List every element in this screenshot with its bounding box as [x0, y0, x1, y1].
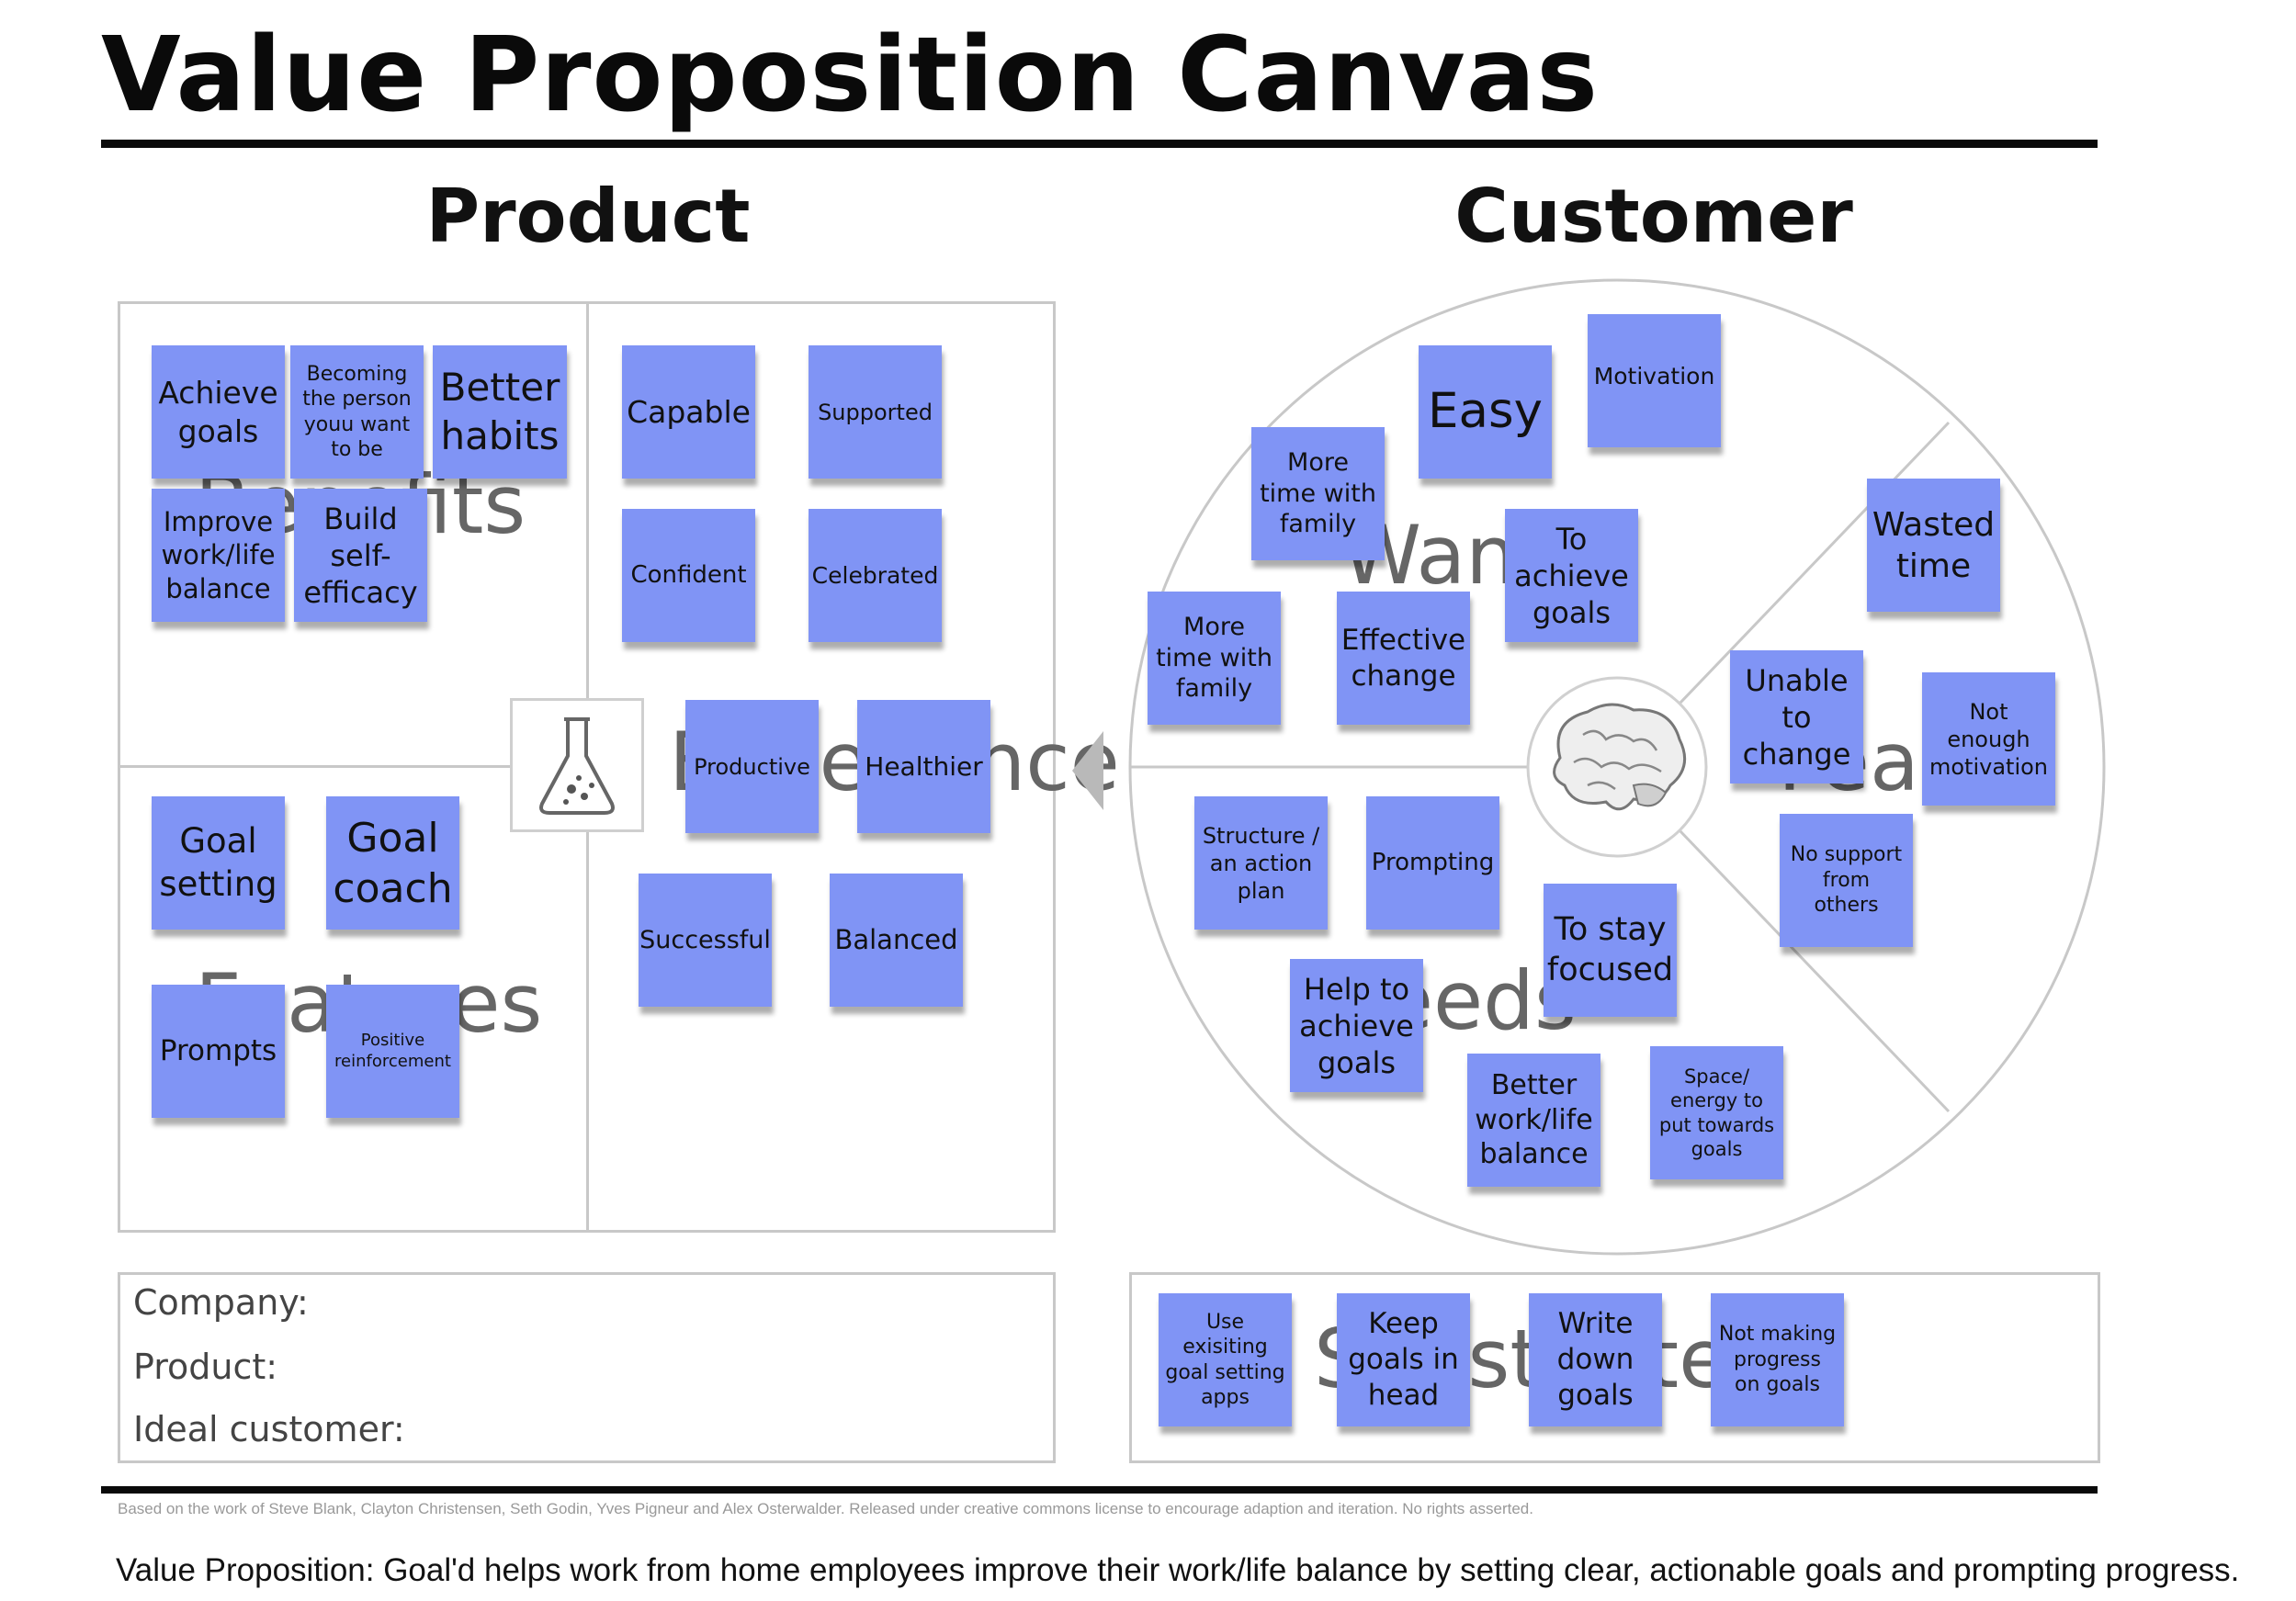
- product-label: Product:: [133, 1347, 278, 1387]
- ideal-customer-label: Ideal customer:: [133, 1409, 405, 1449]
- sticky-note: Motivation: [1588, 314, 1721, 447]
- sticky-note: To stay focused: [1544, 884, 1677, 1017]
- sticky-note: No support from others: [1780, 814, 1913, 947]
- sticky-note: Structure / an action plan: [1194, 796, 1328, 930]
- value-proposition-text: Value Proposition: Goal'd helps work fro…: [116, 1552, 2240, 1588]
- product-heading: Product: [425, 174, 751, 259]
- customer-heading: Customer: [1454, 174, 1853, 259]
- info-frame: [118, 1272, 1056, 1463]
- company-label: Company:: [133, 1282, 309, 1323]
- page-title: Value Proposition Canvas: [101, 16, 1600, 135]
- bottom-rule: [101, 1486, 2098, 1494]
- sticky-note: Space/ energy to put towards goals: [1650, 1046, 1783, 1179]
- flask-icon-box: [510, 698, 644, 832]
- sticky-note: Confident: [622, 509, 755, 642]
- sticky-note: Prompting: [1366, 796, 1499, 930]
- sticky-note: Not making progress on goals: [1711, 1293, 1844, 1426]
- sticky-note: Easy: [1419, 345, 1552, 479]
- sticky-note: Becoming the person youu want to be: [290, 345, 424, 479]
- sticky-note: Effective change: [1337, 592, 1470, 725]
- sticky-note: Better habits: [433, 345, 567, 479]
- product-frame: [118, 301, 1056, 1233]
- brain-icon: [1553, 703, 1687, 811]
- sticky-note: Help to achieve goals: [1290, 959, 1423, 1092]
- substitutes-frame: [1129, 1272, 2100, 1463]
- sticky-note: Successful: [639, 874, 772, 1007]
- sticky-note: Keep goals in head: [1337, 1293, 1470, 1426]
- sticky-note: Unable to change: [1730, 650, 1863, 784]
- sticky-note: Celebrated: [809, 509, 942, 642]
- sticky-note: Write down goals: [1529, 1293, 1662, 1426]
- triangle-left-icon: [1072, 731, 1103, 810]
- sticky-note: Goal coach: [326, 796, 459, 930]
- sticky-note: Balanced: [830, 874, 963, 1007]
- sticky-note: Capable: [622, 345, 755, 479]
- sticky-note: Better work/life balance: [1467, 1054, 1600, 1187]
- sticky-note: Goal setting: [152, 796, 285, 930]
- title-rule: [101, 140, 2098, 148]
- product-horizontal-divider: [119, 765, 511, 768]
- sticky-note: Productive: [685, 700, 819, 833]
- sticky-note: Achieve goals: [152, 345, 285, 479]
- sticky-note: Healthier: [857, 700, 990, 833]
- sticky-note: Improve work/life balance: [152, 489, 285, 622]
- sticky-note: Not enough motivation: [1922, 672, 2055, 806]
- flask-icon: [539, 717, 615, 815]
- sticky-note: More time with family: [1148, 592, 1281, 725]
- credit-text: Based on the work of Steve Blank, Clayto…: [118, 1500, 1533, 1517]
- sticky-note: More time with family: [1251, 427, 1385, 560]
- sticky-note: Use exisiting goal setting apps: [1159, 1293, 1292, 1426]
- sticky-note: Prompts: [152, 985, 285, 1118]
- sticky-note: To achieve goals: [1505, 509, 1638, 642]
- sticky-note: Supported: [809, 345, 942, 479]
- sticky-note: Positive reinforcement: [326, 985, 459, 1118]
- sticky-note: Build self- efficacy: [294, 489, 427, 622]
- sticky-note: Wasted time: [1867, 479, 2000, 612]
